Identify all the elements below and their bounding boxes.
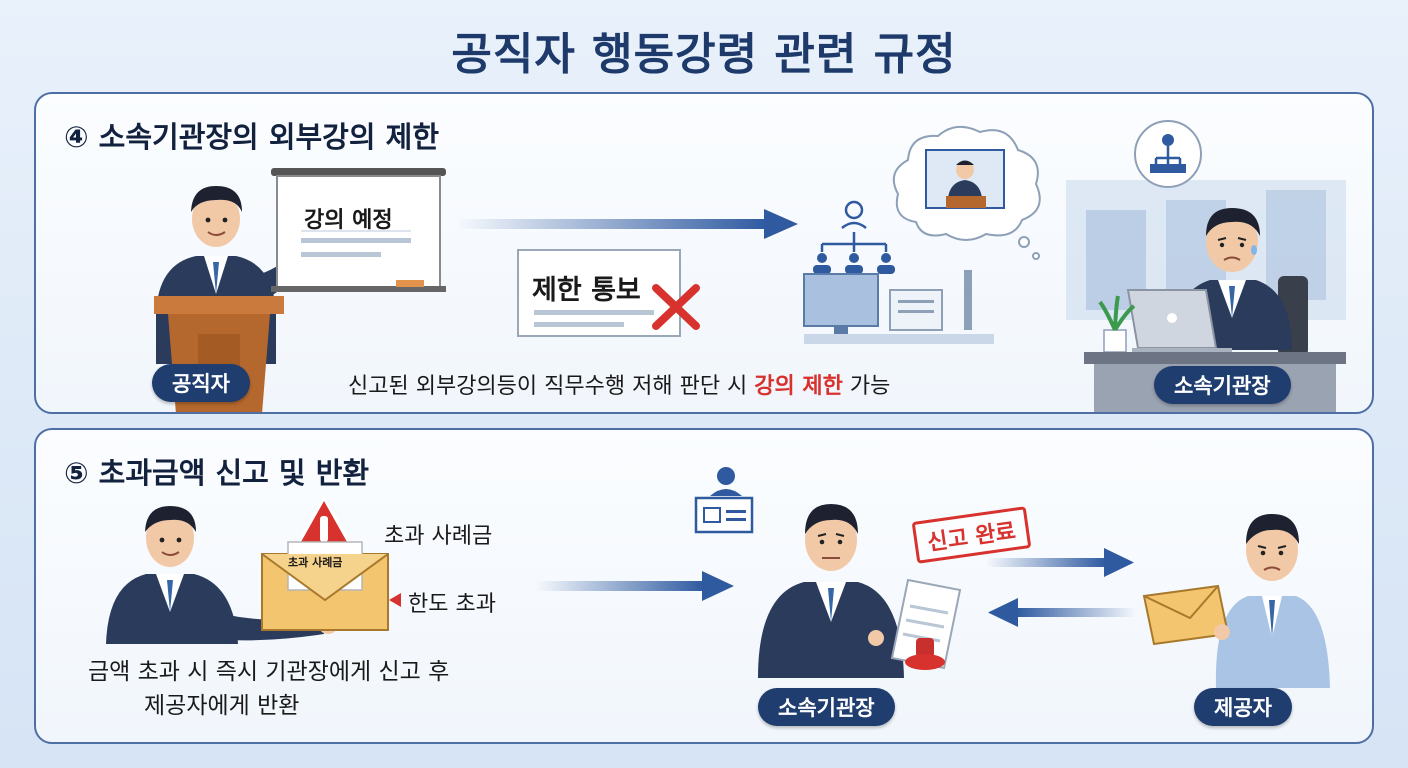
desc-highlight: 강의 제한 [754, 374, 843, 399]
tag-limit-over: 한도 초과 [408, 592, 496, 617]
notice-card-icon [517, 249, 700, 337]
report-form-icon [694, 467, 754, 534]
desc-before: 신고된 외부강의등이 직무수행 저해 판단 시 [348, 374, 755, 399]
section-5-desc-line1: 금액 초과 시 즉시 기관장에게 신고 후 [88, 659, 450, 685]
section-4-heading: ④ 소속기관장의 외부강의 제한 [64, 120, 440, 154]
org-chart-icon [813, 200, 895, 274]
right-label-pill: 제공자 [1194, 688, 1292, 726]
tag-excess-fee: 초과 사례금 [384, 524, 493, 549]
board-text: 강의 예정 [304, 208, 393, 233]
person-stamping-icon [758, 504, 962, 678]
section-5-panel: ⑤ 초과금액 신고 및 반환 초과 사례금 초과 사례금 한도 초과 금액 초과… [34, 428, 1374, 744]
thought-cloud-icon [892, 125, 1041, 260]
notice-text: 제한 통보 [532, 275, 641, 306]
plant-icon [1098, 295, 1136, 353]
cross-mark-icon [652, 284, 700, 330]
computer-desk-icon [803, 270, 994, 344]
section-4-description: 신고된 외부강의등이 직무수행 저해 판단 시 강의 제한 가능 [348, 368, 890, 400]
person-provider-icon [1142, 514, 1330, 688]
laptop-icon [1126, 289, 1232, 354]
arrow-right-icon [536, 571, 734, 601]
center-label-pill: 소속기관장 [758, 688, 895, 726]
page-title: 공직자 행동강령 관련 규정 [451, 29, 957, 80]
section-5-desc-line2: 제공자에게 반환 [144, 693, 300, 719]
arrow-right-icon [456, 209, 798, 239]
section-5-heading: ⑤ 초과금액 신고 및 반환 [64, 456, 370, 490]
stamp-icon [905, 638, 945, 670]
left-label-pill: 공직자 [152, 364, 250, 402]
whiteboard-icon [271, 168, 446, 292]
arrow-left-icon [988, 598, 1136, 627]
org-chart-icon [1134, 120, 1202, 188]
pointer-triangle-icon [389, 593, 401, 607]
envelope-icon [261, 541, 389, 631]
desc-after: 가능 [842, 374, 891, 399]
arrow-right-icon [986, 548, 1134, 577]
envelope-label: 초과 사례금 [288, 556, 343, 569]
section-4-panel: ④ 소속기관장의 외부강의 제한 강의 예정 [34, 92, 1374, 414]
right-label-pill: 소속기관장 [1154, 366, 1291, 404]
envelope-icon [1142, 584, 1230, 646]
